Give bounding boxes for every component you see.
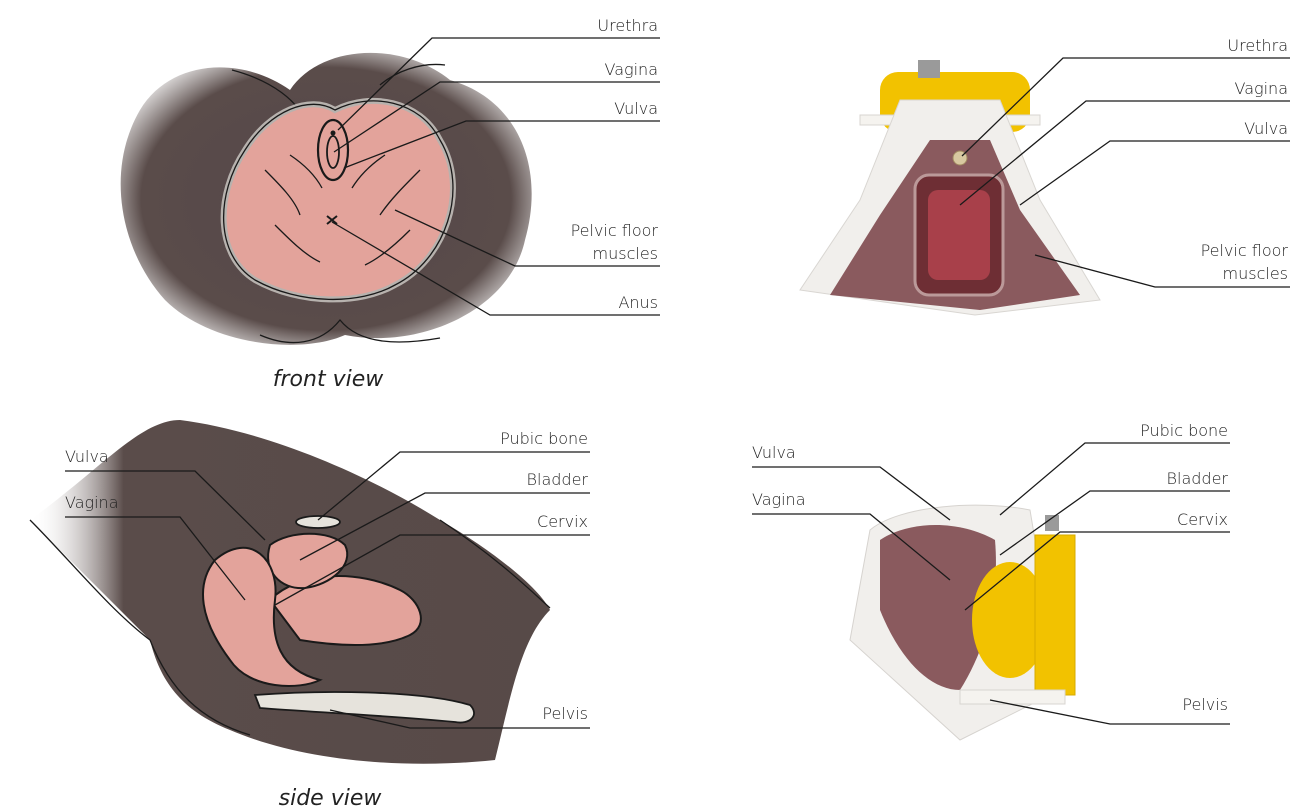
vulva-shape <box>318 120 348 180</box>
label-model-urethra: Urethra <box>1227 36 1288 55</box>
label-bladder: Bladder <box>527 470 589 489</box>
caption-side-view: side view <box>279 786 383 810</box>
side-model: Pubic bone Bladder Cervix Vulva Vagina P… <box>752 421 1230 740</box>
label-vagina: Vagina <box>605 60 659 79</box>
label-model-side-vagina: Vagina <box>752 490 806 509</box>
connector-tube <box>918 60 940 78</box>
label-side-vulva: Vulva <box>65 447 109 466</box>
label-cervix: Cervix <box>537 512 588 531</box>
front-illustration: Urethra Vagina Vulva Pelvic floor muscle… <box>121 16 660 392</box>
label-anus: Anus <box>618 293 658 312</box>
pubic-bone-shape <box>296 516 340 528</box>
label-model-pelvic-floor-1: Pelvic floor <box>1201 241 1289 260</box>
side-model-yellow-plate <box>1035 535 1075 695</box>
label-urethra: Urethra <box>597 16 658 35</box>
label-pelvic-floor-2: muscles <box>593 244 658 263</box>
label-model-vagina: Vagina <box>1235 79 1289 98</box>
label-pubic-bone: Pubic bone <box>500 429 588 448</box>
urethra-dot <box>331 131 336 136</box>
side-model-pelvis-plate <box>960 690 1065 704</box>
label-pelvic-floor-1: Pelvic floor <box>571 221 659 240</box>
label-model-pubic-bone: Pubic bone <box>1140 421 1228 440</box>
side-illustration: Pubic bone Bladder Cervix Vulva Vagina P… <box>30 420 590 810</box>
label-side-vagina: Vagina <box>65 493 119 512</box>
label-model-bladder: Bladder <box>1167 469 1229 488</box>
label-model-side-vulva: Vulva <box>752 443 796 462</box>
front-model: Urethra Vagina Vulva Pelvic floor muscle… <box>800 36 1290 315</box>
label-model-pelvis: Pelvis <box>1182 695 1228 714</box>
label-vulva: Vulva <box>614 99 658 118</box>
label-model-vulva: Vulva <box>1244 119 1288 138</box>
leader-model-vulva <box>1020 141 1290 205</box>
label-pelvis: Pelvis <box>542 704 588 723</box>
label-model-pelvic-floor-2: muscles <box>1223 264 1288 283</box>
vaginal-canal <box>928 190 990 280</box>
caption-front-view: front view <box>273 367 384 392</box>
label-model-cervix: Cervix <box>1177 510 1228 529</box>
